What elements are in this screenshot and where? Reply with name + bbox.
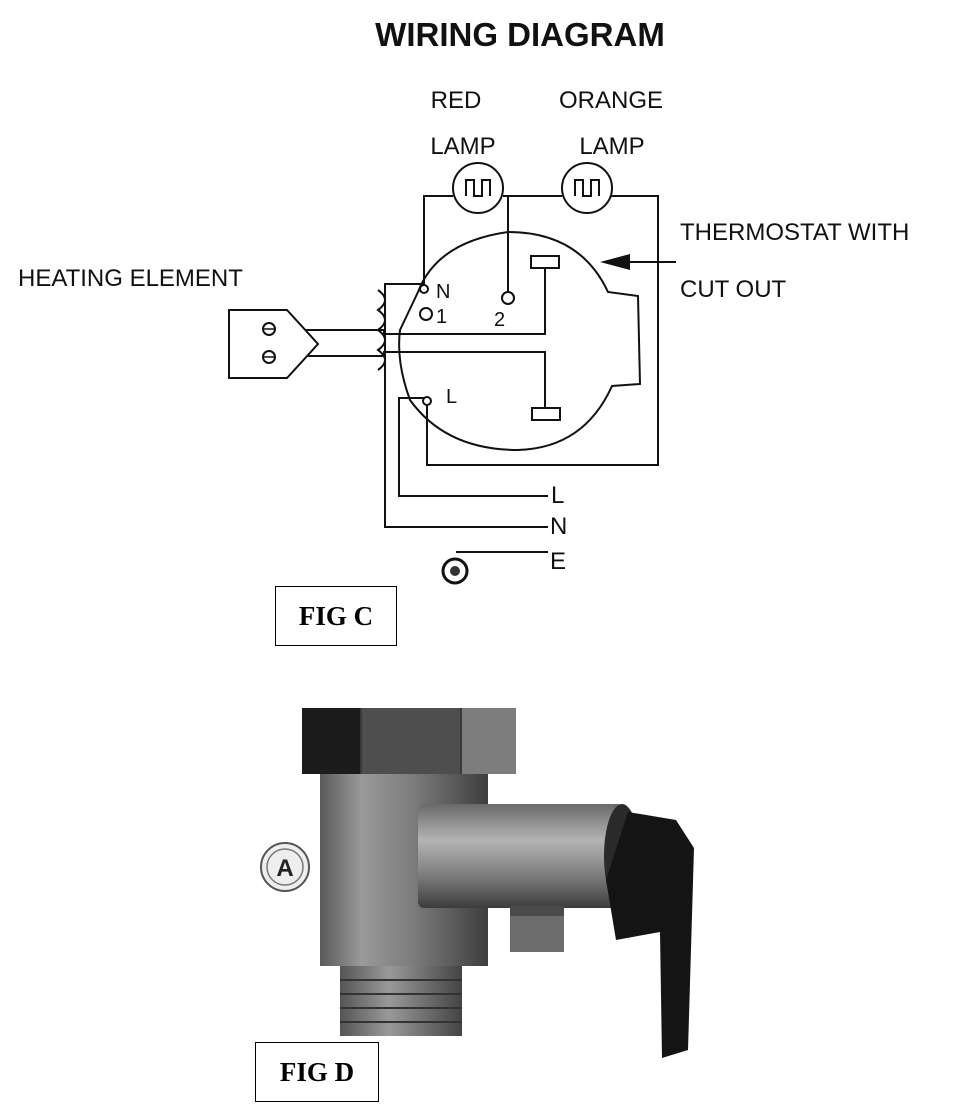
callout-a-label: A: [276, 855, 293, 882]
terminal-1-label: 1: [436, 306, 447, 328]
wiring-lines: [300, 195, 659, 553]
line-l-label: L: [551, 482, 564, 509]
terminal-screws: [419, 284, 515, 406]
line-e-label: E: [550, 548, 566, 575]
red-lamp-label-2: LAMP: [430, 133, 495, 160]
terminal-n-label: N: [436, 281, 450, 303]
orange-lamp-label: ORANGE: [559, 87, 663, 114]
line-n-label: N: [550, 513, 567, 540]
thermostat-arrow: [600, 254, 676, 270]
thermostat-contact-bottom: [531, 407, 561, 421]
orange-lamp-label-2: LAMP: [579, 133, 644, 160]
thermostat-contact-top: [530, 255, 560, 269]
safety-valve-illustration: [302, 708, 694, 1058]
orange-lamp-icon: [561, 162, 613, 214]
thermostat-label: THERMOSTAT WITH: [680, 219, 909, 246]
diagram-title: WIRING DIAGRAM: [375, 16, 665, 53]
fig-c-label: FIG C: [275, 586, 397, 646]
red-lamp-label: RED: [431, 87, 482, 114]
terminal-2-label: 2: [494, 309, 505, 331]
earth-screw-icon: [441, 557, 469, 585]
heating-element-plug: [228, 309, 320, 379]
thermostat-body: [398, 230, 642, 452]
element-coil: [376, 289, 386, 371]
fig-d-label: FIG D: [255, 1042, 379, 1102]
heating-element-label: HEATING ELEMENT: [18, 265, 243, 292]
terminal-l-label: L: [446, 386, 457, 408]
thermostat-label-2: CUT OUT: [680, 276, 787, 303]
red-lamp-icon: [452, 162, 504, 214]
callout-a-icon: A: [260, 842, 310, 892]
